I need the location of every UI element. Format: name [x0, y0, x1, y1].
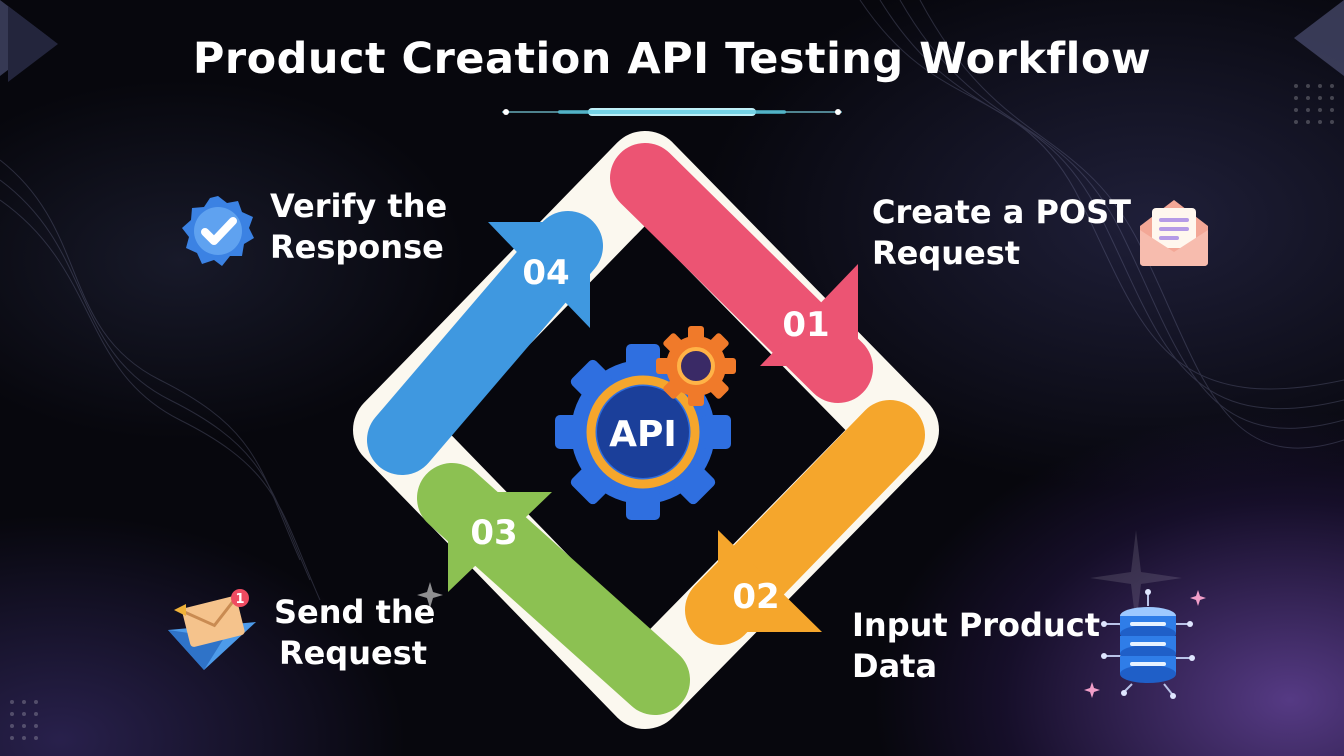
step-label-04: Verify the Response: [270, 187, 448, 266]
database-icon: [1084, 589, 1206, 699]
api-gear-icon: [555, 326, 736, 520]
step-arrow-04: [367, 211, 603, 475]
title-divider: [502, 108, 842, 116]
step-number-04: 04: [522, 253, 569, 293]
notification-badge: 1: [235, 592, 244, 607]
verified-check-icon: [182, 196, 254, 266]
step-number-03: 03: [470, 513, 517, 553]
step-label-02: Input Product Data: [852, 606, 1100, 685]
step-arrow-01: [610, 143, 873, 403]
step-label-03: Send the Request: [274, 593, 436, 672]
step-arrow-02: [685, 400, 925, 645]
step-number-02: 02: [732, 577, 779, 617]
page-title: Product Creation API Testing Workflow: [192, 34, 1152, 84]
envelope-open-icon: [1140, 200, 1208, 266]
api-badge-label: API: [609, 414, 677, 455]
step-number-01: 01: [782, 305, 829, 345]
sent-mail-icon: 1: [168, 589, 256, 670]
step-arrow-03: [417, 463, 690, 715]
step-label-01: Create a POST Request: [872, 193, 1131, 272]
